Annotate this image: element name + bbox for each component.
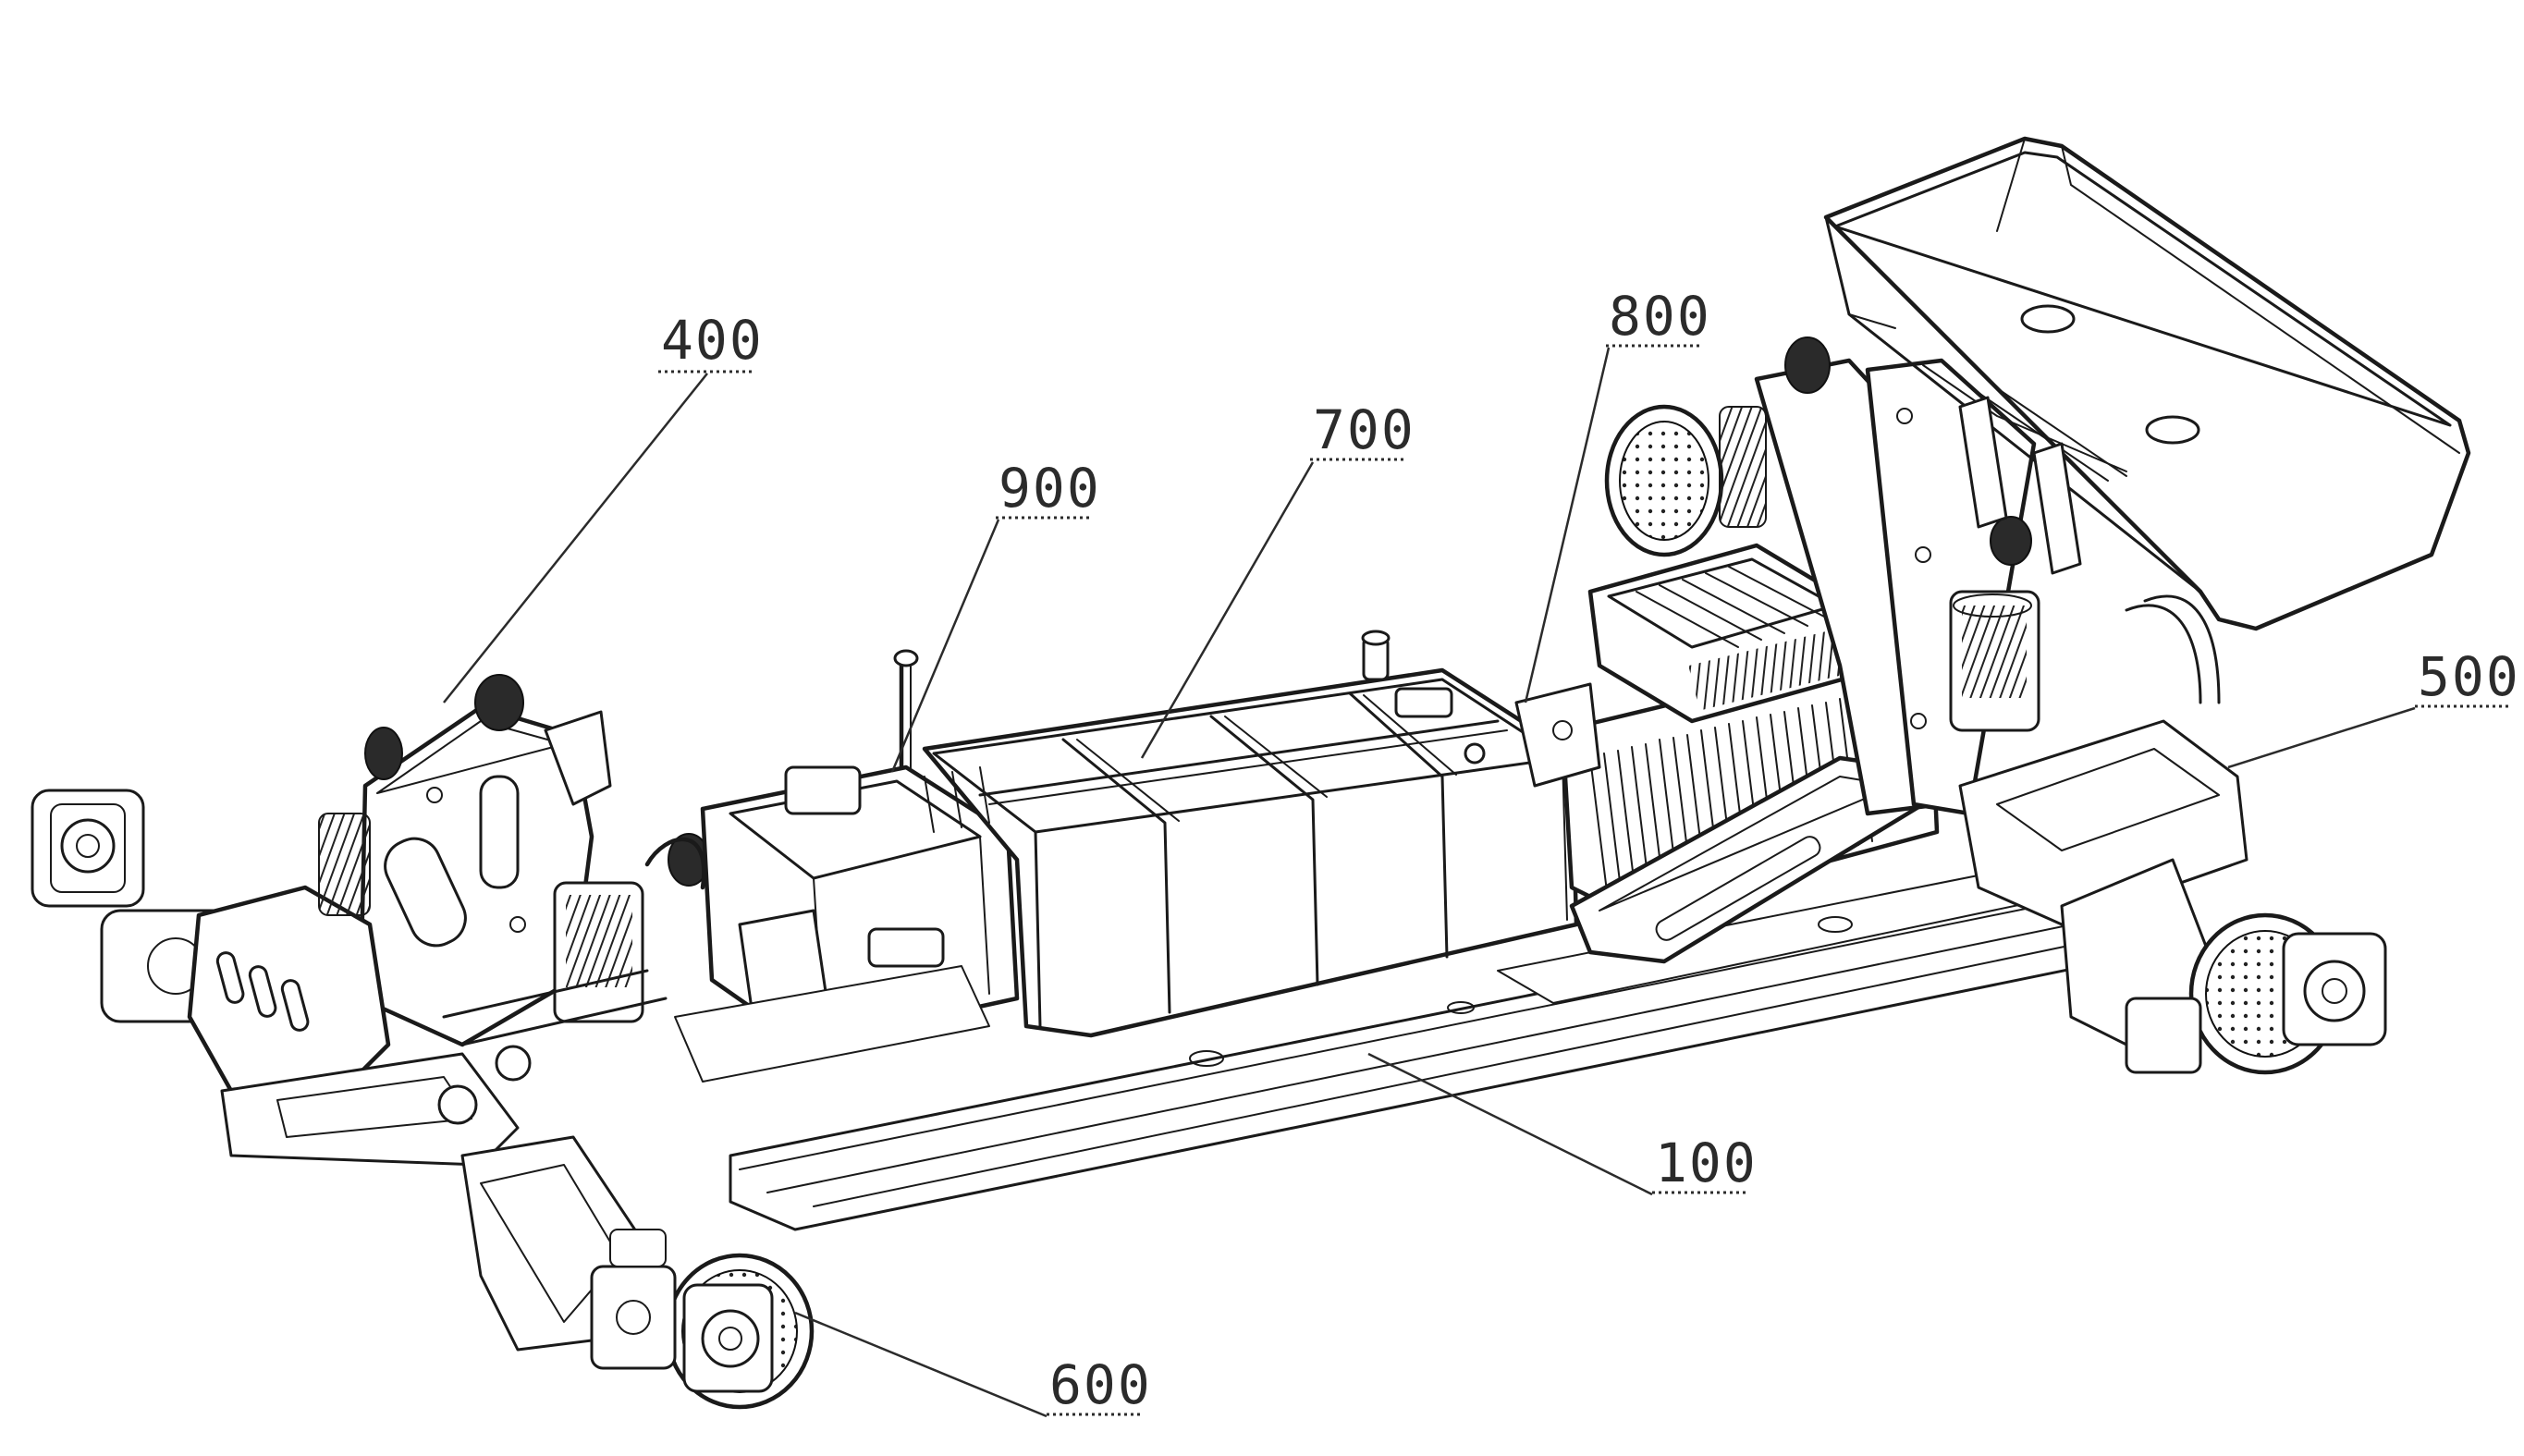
- label-900: 900: [999, 457, 1101, 520]
- callout-900: 900: [892, 457, 1101, 772]
- receiver-box: [675, 767, 1017, 1082]
- label-600: 600: [1049, 1353, 1152, 1416]
- label-700: 700: [1313, 398, 1415, 461]
- front-right-hub: [592, 1230, 812, 1407]
- battery-pack: [925, 631, 1576, 1035]
- label-500: 500: [2418, 645, 2520, 708]
- label-800: 800: [1609, 285, 1711, 348]
- callout-400: 400: [444, 309, 764, 703]
- label-400: 400: [661, 309, 764, 372]
- callout-500: 500: [2228, 645, 2520, 767]
- label-100: 100: [1655, 1132, 1758, 1194]
- callout-600: 600: [795, 1313, 1152, 1416]
